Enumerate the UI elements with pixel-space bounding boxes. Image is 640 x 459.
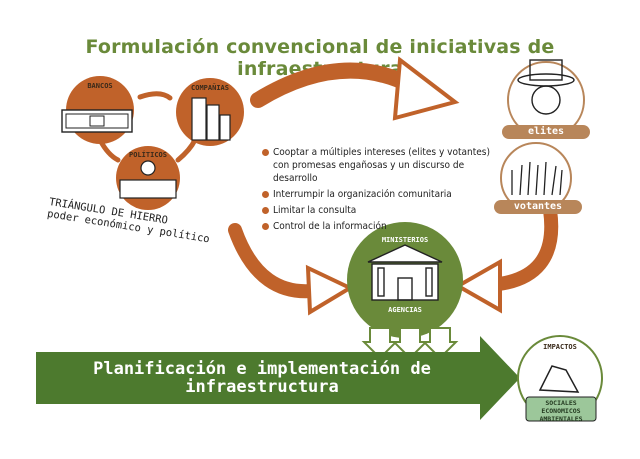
companias-circle <box>176 78 244 146</box>
strategy-item: Control de la información <box>262 220 502 233</box>
bancos-label: BANCOS <box>87 82 113 90</box>
strategy-item: Interrumpir la organización comunitaria <box>262 188 502 201</box>
votantes-label: votantes <box>494 200 582 214</box>
ministerios-circle <box>347 222 463 338</box>
banner-line1: Planificación e implementación de <box>93 359 431 379</box>
elites-label: elites <box>502 125 590 139</box>
arrow-triangle-to-ministerios-head <box>305 264 355 316</box>
ministerios-down-arrows <box>361 327 459 360</box>
raised-hands-icon <box>511 161 563 196</box>
arrow-to-elites-head <box>392 56 460 121</box>
strategies-list: Cooptar a múltiples intereses (elites y … <box>262 146 502 236</box>
bancos-circle <box>61 76 134 144</box>
impactos-list: SOCIALES ECONOMICOS AMBIENTALES <box>526 399 596 423</box>
money-stack-icon <box>61 109 133 133</box>
companias-label: COMPAÑIAS <box>191 84 229 92</box>
impactos-title: IMPACTOS <box>543 343 577 351</box>
planning-banner-text: Planificación e implementación de infrae… <box>44 360 480 396</box>
ministerios-label: MINISTERIOS <box>381 236 429 244</box>
strategy-item: Limitar la consulta <box>262 204 502 217</box>
buildings-icon <box>191 97 231 141</box>
strategy-item: Cooptar a múltiples intereses (elites y … <box>262 146 502 185</box>
planning-banner-arrow <box>36 336 520 420</box>
connector-bancos-companias <box>137 91 173 101</box>
connector-companias-politicos <box>175 137 198 163</box>
impactos-circle <box>517 335 603 422</box>
arrow-votantes-to-ministerios <box>483 203 559 292</box>
government-building-icon <box>367 244 443 301</box>
podium-icon <box>119 179 177 199</box>
politicos-circle <box>116 146 180 210</box>
arrow-votantes-to-ministerios-head <box>453 258 502 314</box>
impact-item: AMBIENTALES <box>539 415 583 423</box>
landslide-icon <box>538 365 580 393</box>
votantes-circle <box>500 142 572 214</box>
politicos-label: POLÍTICOS <box>129 151 167 159</box>
banner-line2: infraestructura <box>185 377 339 397</box>
politician-icon <box>140 160 156 176</box>
impact-item: SOCIALES <box>545 399 577 407</box>
impact-item: ECONOMICOS <box>541 407 581 415</box>
agencias-label: AGENCIAS <box>388 306 422 314</box>
elite-face-icon <box>517 59 575 115</box>
arrow-to-elites <box>250 62 418 108</box>
